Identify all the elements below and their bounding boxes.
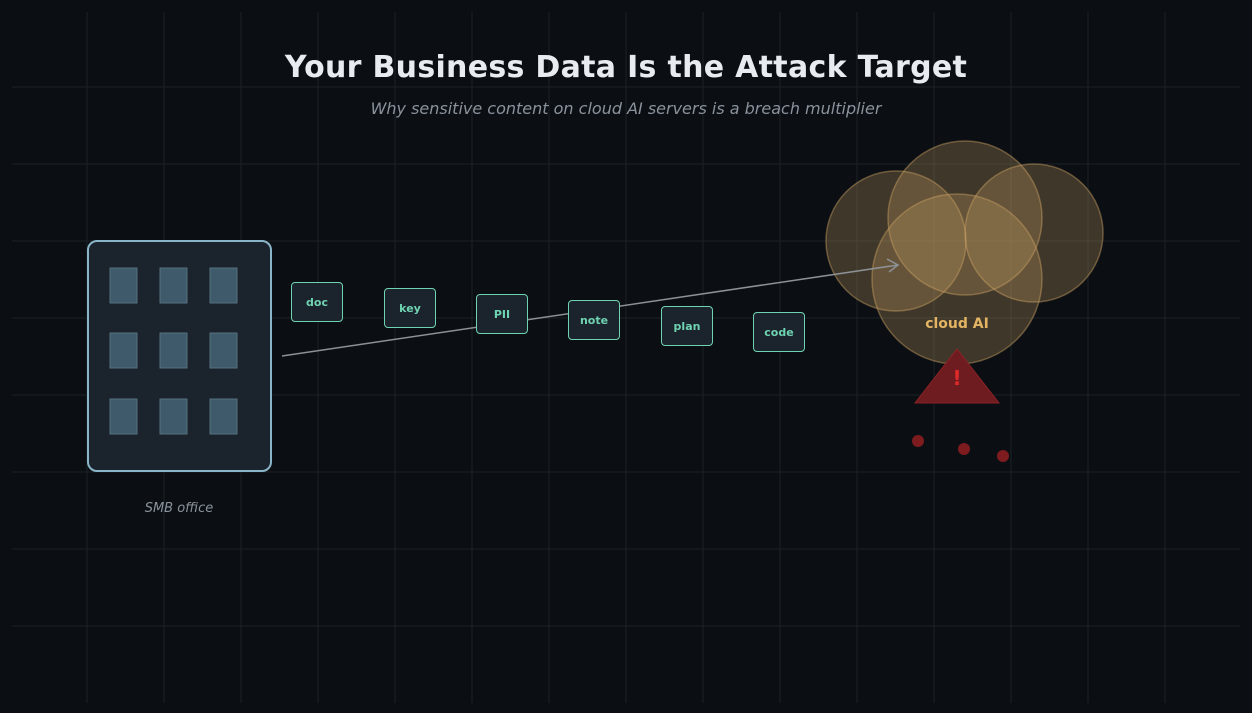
background-grid [12, 12, 1240, 703]
page-subtitle: Why sensitive content on cloud AI server… [370, 99, 882, 118]
smb-office-label: SMB office [144, 501, 214, 516]
warning-exclamation: ! [952, 366, 962, 390]
data-chip-plan: plan [661, 306, 713, 346]
data-chip-doc: doc [291, 282, 343, 322]
warning-triangle-icon [913, 348, 1001, 404]
cloud-ai-label: cloud AI [925, 316, 989, 332]
data-chip-note: note [568, 300, 620, 340]
data-chip-pii: PII [476, 294, 528, 334]
data-chip-code: code [753, 312, 805, 352]
leak-dots [912, 435, 1009, 462]
smb-office-building-icon [87, 240, 272, 472]
cloud-ai-icon [825, 140, 1104, 365]
page-title: Your Business Data Is the Attack Target [284, 50, 968, 85]
data-chip-key: key [384, 288, 436, 328]
